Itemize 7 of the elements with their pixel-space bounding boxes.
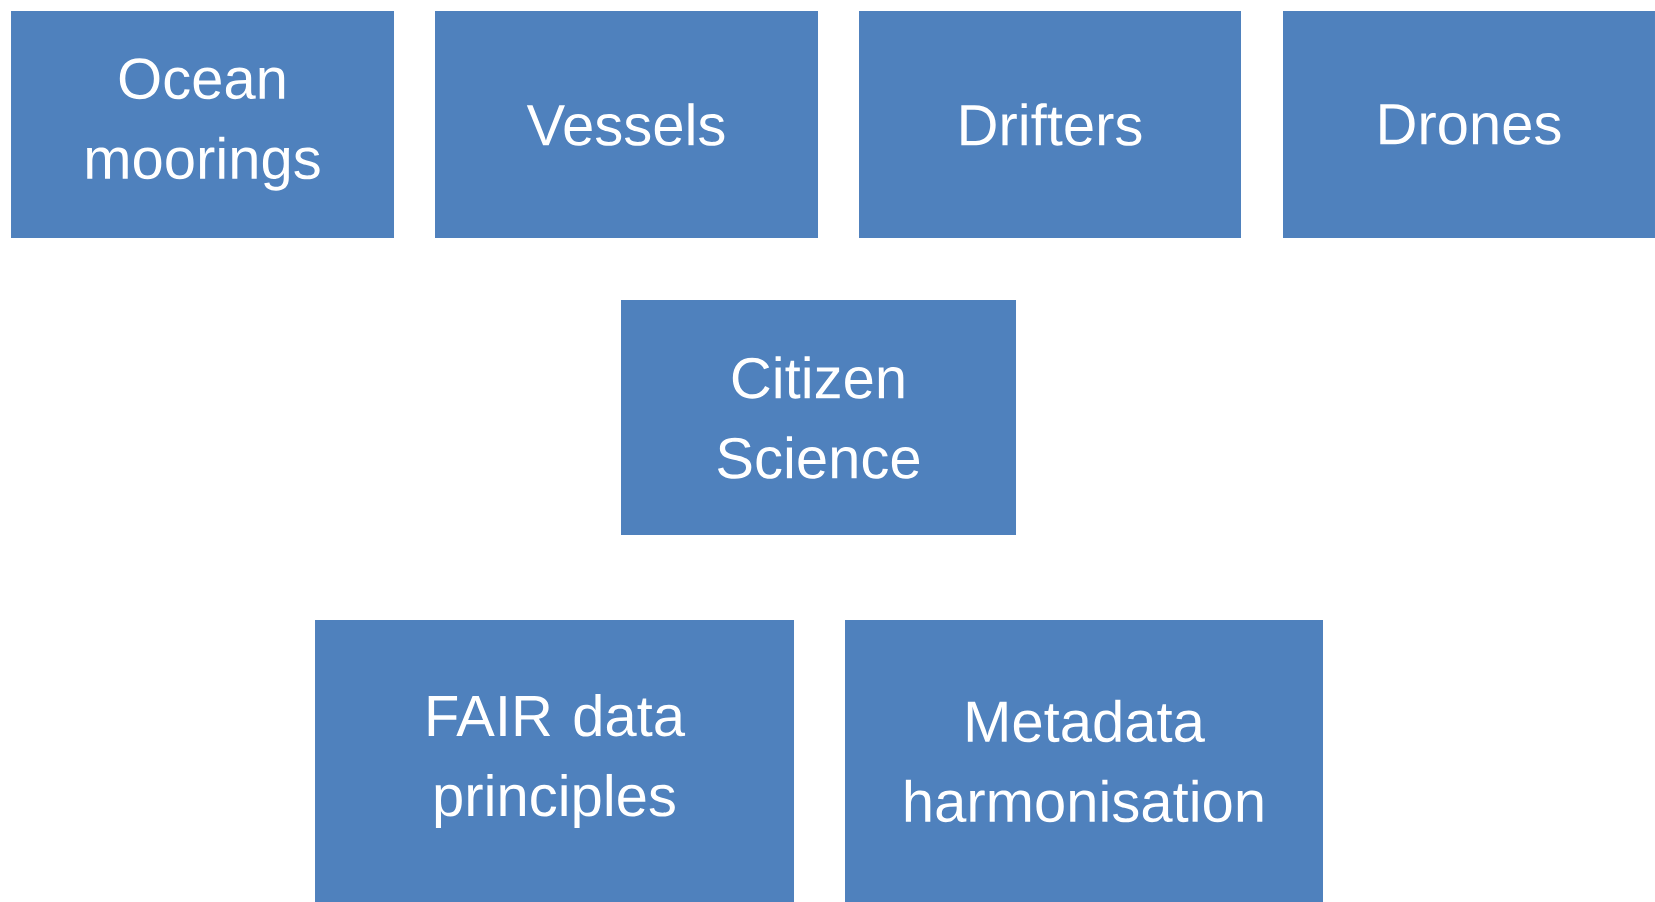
process-box: Vessels: [435, 11, 818, 238]
process-box: Metadata harmonisation: [845, 620, 1323, 902]
process-box: Drones: [1283, 11, 1655, 238]
process-box: Ocean moorings: [11, 11, 394, 238]
process-box: Drifters: [859, 11, 1241, 238]
process-box: FAIR data principles: [315, 620, 794, 902]
process-box: Citizen Science: [621, 300, 1016, 535]
